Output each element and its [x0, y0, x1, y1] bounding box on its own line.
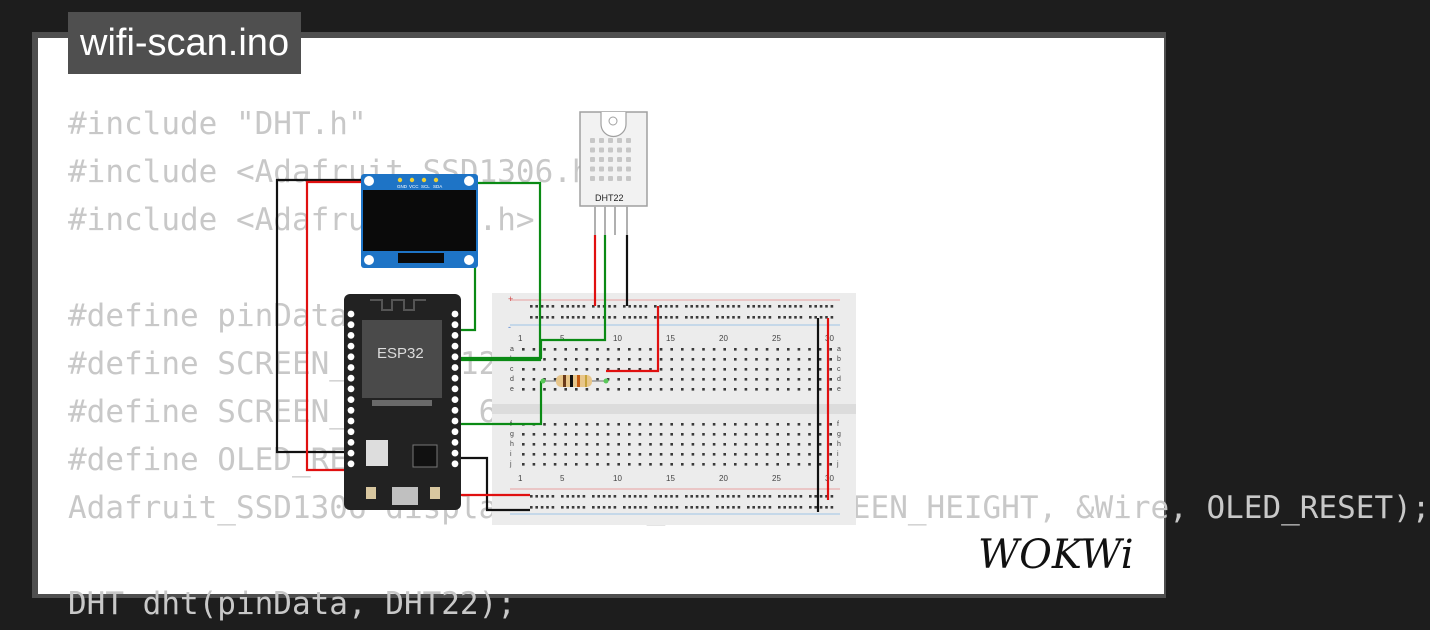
breadboard-row-letter: f: [837, 421, 839, 428]
svg-text:+: +: [508, 294, 513, 304]
svg-text:-: -: [508, 322, 511, 332]
breadboard-row-letter: g: [837, 431, 841, 438]
breadboard-column-number: 25: [772, 334, 781, 343]
breadboard-column-number: 30: [825, 474, 834, 483]
breadboard-column-number: 20: [719, 474, 728, 483]
breadboard-column-number: 10: [613, 334, 622, 343]
esp32-pins: [347, 310, 459, 468]
breadboard-row-letter: d: [837, 376, 841, 383]
dht22-sensor: DHT22: [579, 111, 648, 235]
breadboard-column-number: 10: [613, 474, 622, 483]
dht22-vents: [590, 138, 631, 181]
breadboard-column-number: 25: [772, 474, 781, 483]
oled-pin-label: SCL: [421, 184, 430, 189]
breadboard-column-number: 20: [719, 334, 728, 343]
breadboard-row-letter: h: [510, 441, 514, 448]
breadboard-row-letter: c: [837, 366, 841, 373]
resistor: [540, 375, 609, 387]
file-title: wifi-scan.ino: [68, 12, 302, 74]
breadboard-row-letter: c: [510, 366, 514, 373]
code-line: DHT dht(pinData, DHT22);: [68, 586, 516, 622]
breadboard-column-number: 15: [666, 334, 675, 343]
breadboard-row-letter: e: [837, 386, 841, 393]
wire-green-data-2: [458, 235, 607, 360]
oled-pin-label: SDA: [433, 184, 442, 189]
breadboard-column-number: 5: [560, 474, 565, 483]
oled-pin-label: VCC: [409, 184, 419, 189]
breadboard-row-letter: a: [837, 346, 841, 353]
breadboard-row-letter: b: [837, 356, 841, 363]
breadboard-row-letter: g: [510, 431, 514, 438]
wire-green-scl: [425, 181, 542, 362]
dht22-label: DHT22: [595, 193, 624, 203]
code-line: #include <Adafruit_SSD1306.h>: [68, 154, 610, 190]
breadboard-column-number: 1: [518, 474, 523, 483]
breadboard-holes: [522, 305, 834, 509]
wire-black-bottom: [458, 456, 530, 512]
breadboard-row-letter: h: [837, 441, 841, 448]
code-line: #include "DHT.h": [68, 106, 367, 142]
wokwi-logo: WOKWi: [978, 532, 1134, 578]
breadboard-row-letter: i: [510, 451, 512, 458]
wire-red-vcc: [305, 180, 410, 472]
wire-green-data: [458, 381, 543, 426]
wire-red-resistor: [606, 306, 660, 373]
breadboard-row-letter: j: [509, 461, 512, 468]
breadboard-row-letter: j: [836, 461, 839, 468]
wires: [275, 178, 830, 512]
breadboard-row-letter: d: [510, 376, 514, 383]
breadboard-row-letter: i: [837, 451, 839, 458]
breadboard-column-number: 15: [666, 474, 675, 483]
breadboard-column-number: 5: [560, 334, 565, 343]
breadboard-row-letter: e: [510, 386, 514, 393]
breadboard-column-number: 1: [518, 334, 523, 343]
breadboard-column-number: 30: [825, 334, 834, 343]
wokwi-logo-text: WOKWi: [978, 532, 1134, 578]
wire-black-gnd: [275, 178, 398, 454]
esp32-label: ESP32: [377, 345, 424, 362]
oled-pin-label: GND: [397, 184, 408, 189]
esp32-board: ESP32: [344, 294, 461, 510]
breadboard-row-letter: a: [510, 346, 514, 353]
